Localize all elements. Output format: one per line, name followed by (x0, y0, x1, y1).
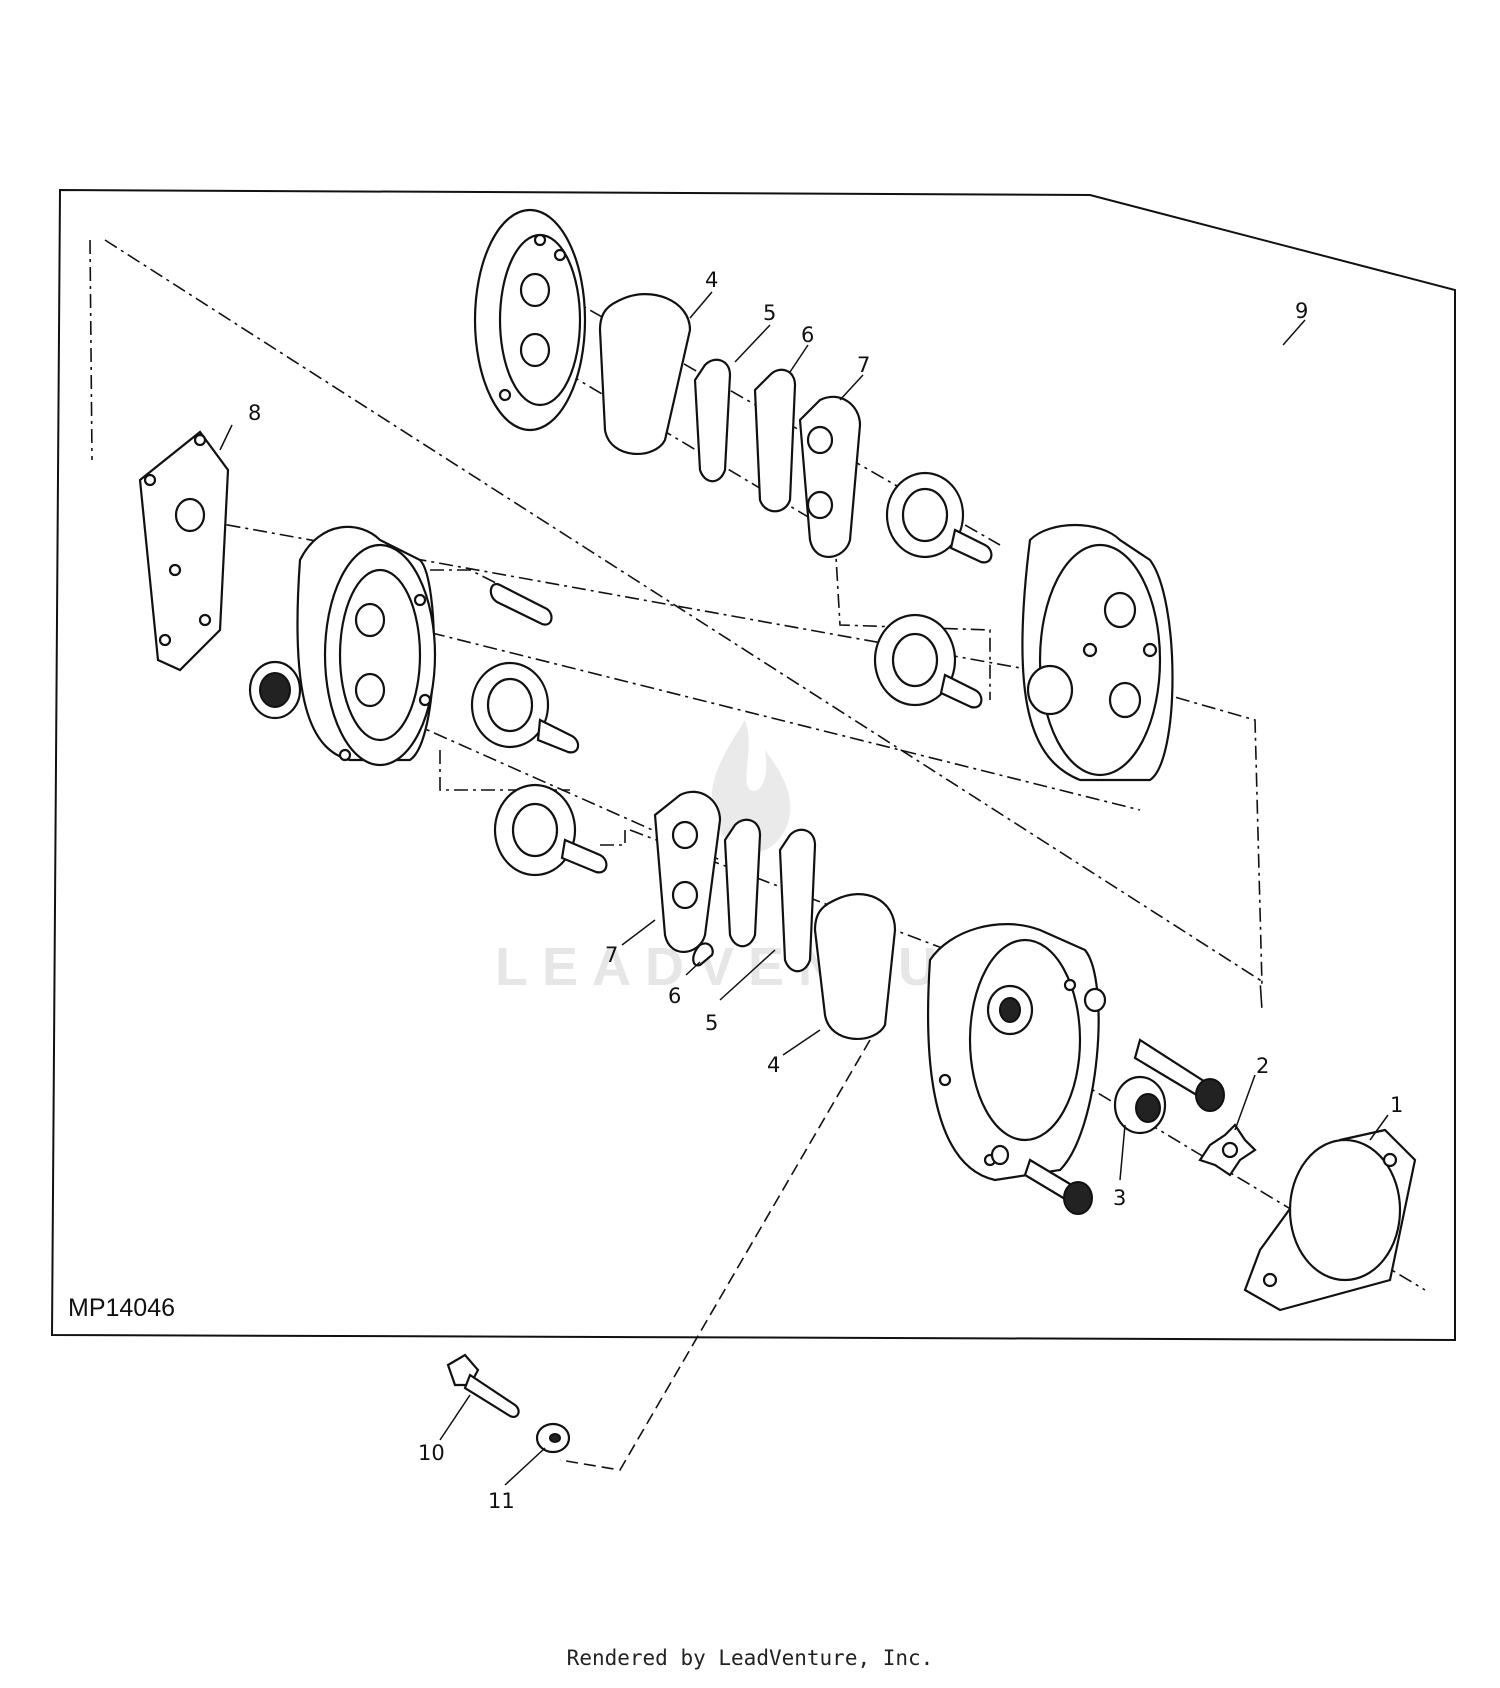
part-2-star-washer (1198, 1123, 1257, 1177)
guide-line-left-down (89, 239, 93, 461)
part-4-gasket-lower (813, 893, 897, 1040)
gear-upper-right-lower (873, 613, 983, 709)
part-11-washer (535, 1422, 571, 1454)
callout-8: 8 (248, 401, 261, 425)
part-3-bushing (1113, 1075, 1167, 1135)
callout-11: 11 (488, 1489, 515, 1513)
callout-1: 1 (1390, 1093, 1403, 1117)
callout-4-upper: 4 (705, 268, 718, 292)
callouts: 9 8 4 5 6 7 1 2 3 7 6 5 4 10 11 (248, 268, 1403, 1513)
callout-9: 9 (1295, 299, 1308, 323)
callout-6-upper: 6 (801, 323, 814, 347)
part-5-seal-lower (723, 818, 762, 948)
gear-lower-left-lower (493, 783, 608, 877)
guide-line-dowel (430, 569, 501, 586)
top-pump-housing (473, 208, 587, 432)
footer-credit: Rendered by LeadVenture, Inc. (566, 1646, 934, 1670)
guide-line-step-gear (600, 830, 626, 846)
gear-lower-left-upper (470, 661, 580, 754)
figure-id: MP14046 (68, 1294, 175, 1322)
callout-7-upper: 7 (857, 353, 870, 377)
part-7-wear-plate-upper (798, 395, 862, 558)
shaft-screw-lower (990, 1144, 1093, 1215)
right-pump-housing (1021, 524, 1174, 782)
callout-6-lower: 6 (668, 984, 681, 1008)
dowel-pin (489, 582, 553, 626)
part-7-wear-plate-lower (653, 790, 722, 953)
guide-line-housing (299, 599, 1141, 811)
guide-line-step-right (1149, 689, 1263, 986)
shaft-screw-upper (1083, 987, 1225, 1112)
left-pump-housing (248, 525, 437, 767)
guide-line-step-lower (439, 750, 570, 791)
callout-3: 3 (1113, 1186, 1126, 1210)
callout-5-upper: 5 (763, 301, 776, 325)
part-6-seal-lower (692, 828, 817, 973)
part-10-bolt (446, 1353, 520, 1418)
guide-line-step-upper (834, 539, 991, 700)
callout-4-lower: 4 (767, 1053, 780, 1077)
callout-leaders (219, 291, 1389, 1486)
callout-10: 10 (418, 1441, 445, 1465)
guide-line-main (104, 239, 1263, 1011)
part-4-gasket-upper (598, 293, 692, 455)
assembly-frame (50, 188, 1456, 1342)
part-6-seal-upper (753, 368, 797, 513)
watermark-flame-icon (711, 720, 791, 853)
callout-2: 2 (1256, 1054, 1269, 1078)
callout-7-lower: 7 (605, 943, 618, 967)
front-cover-housing (926, 923, 1100, 1182)
guide-line-bolt-leader (559, 1039, 871, 1471)
callout-5-lower: 5 (705, 1011, 718, 1035)
part-8-end-plate (138, 430, 230, 672)
gear-upper-right-upper (885, 471, 993, 564)
part-1-flange-gasket (1243, 1128, 1417, 1312)
part-5-seal-upper (693, 358, 732, 483)
